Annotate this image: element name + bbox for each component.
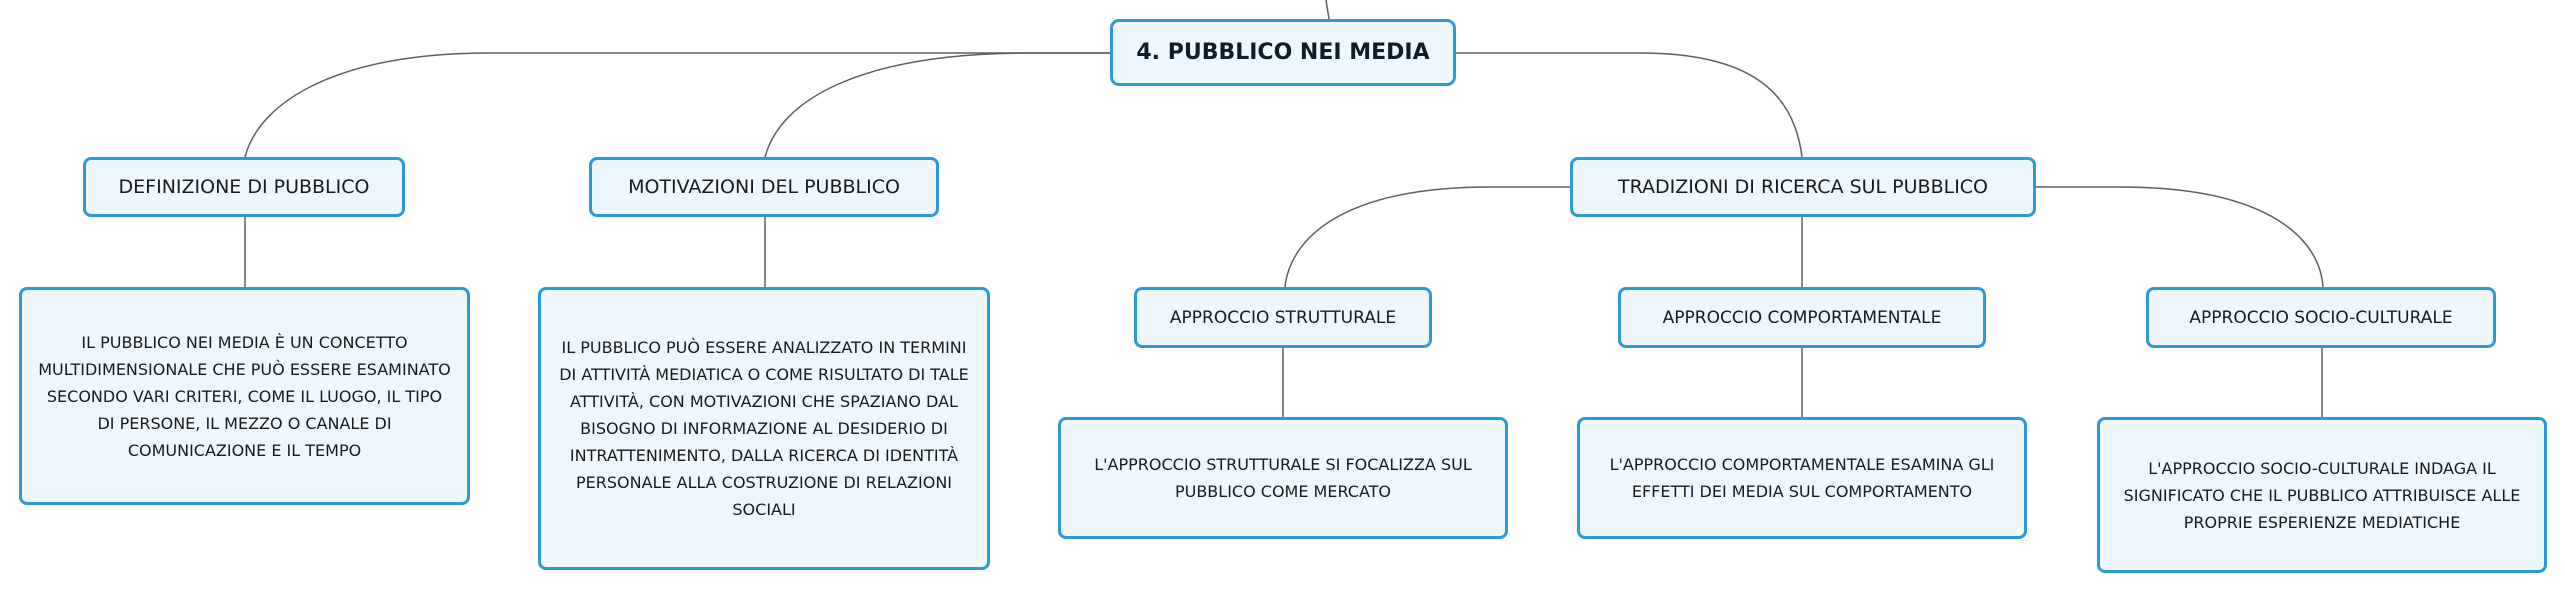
note-strutturale-text: L'APPROCCIO STRUTTURALE SI FOCALIZZA SUL… <box>1094 455 1472 501</box>
topic-definizione-label: DEFINIZIONE DI PUBBLICO <box>118 176 370 198</box>
note-socioculturale[interactable]: L'APPROCCIO SOCIO-CULTURALE INDAGA IL SI… <box>2097 417 2547 573</box>
note-comportamentale-text: L'APPROCCIO COMPORTAMENTALE ESAMINA GLI … <box>1609 455 1995 501</box>
subtopic-socioculturale[interactable]: APPROCCIO SOCIO-CULTURALE <box>2146 287 2496 348</box>
connector-tradizioni-socioculturale <box>2036 186 2324 288</box>
topic-tradizioni[interactable]: TRADIZIONI DI RICERCA SUL PUBBLICO <box>1570 157 2036 217</box>
note-strutturale[interactable]: L'APPROCCIO STRUTTURALE SI FOCALIZZA SUL… <box>1058 417 1508 539</box>
connector-tradizioni-strutturale <box>1284 186 1570 288</box>
connector-root-parent <box>1325 0 1330 20</box>
topic-motivazioni-label: MOTIVAZIONI DEL PUBBLICO <box>628 176 900 198</box>
subtopic-socioculturale-label: APPROCCIO SOCIO-CULTURALE <box>2189 307 2453 328</box>
note-motivazioni-text: IL PUBBLICO PUÒ ESSERE ANALIZZATO IN TER… <box>559 338 969 519</box>
note-motivazioni[interactable]: IL PUBBLICO PUÒ ESSERE ANALIZZATO IN TER… <box>538 287 990 570</box>
connector-root-motivazioni <box>764 52 1110 158</box>
note-definizione[interactable]: IL PUBBLICO NEI MEDIA È UN CONCETTO MULT… <box>19 287 470 505</box>
note-socioculturale-text: L'APPROCCIO SOCIO-CULTURALE INDAGA IL SI… <box>2123 458 2521 532</box>
note-definizione-text: IL PUBBLICO NEI MEDIA È UN CONCETTO MULT… <box>38 332 451 460</box>
topic-definizione[interactable]: DEFINIZIONE DI PUBBLICO <box>83 157 405 217</box>
note-comportamentale[interactable]: L'APPROCCIO COMPORTAMENTALE ESAMINA GLI … <box>1577 417 2027 539</box>
subtopic-strutturale-label: APPROCCIO STRUTTURALE <box>1169 307 1397 328</box>
root-topic[interactable]: 4. PUBBLICO NEI MEDIA <box>1110 19 1456 86</box>
connector-root-tradizioni <box>1456 52 1803 158</box>
subtopic-strutturale[interactable]: APPROCCIO STRUTTURALE <box>1134 287 1432 348</box>
subtopic-comportamentale-label: APPROCCIO COMPORTAMENTALE <box>1662 307 1942 328</box>
connector-root-definizione <box>244 52 1110 158</box>
subtopic-comportamentale[interactable]: APPROCCIO COMPORTAMENTALE <box>1618 287 1986 348</box>
root-topic-label: 4. PUBBLICO NEI MEDIA <box>1136 40 1430 65</box>
topic-motivazioni[interactable]: MOTIVAZIONI DEL PUBBLICO <box>589 157 939 217</box>
topic-tradizioni-label: TRADIZIONI DI RICERCA SUL PUBBLICO <box>1617 176 1989 198</box>
